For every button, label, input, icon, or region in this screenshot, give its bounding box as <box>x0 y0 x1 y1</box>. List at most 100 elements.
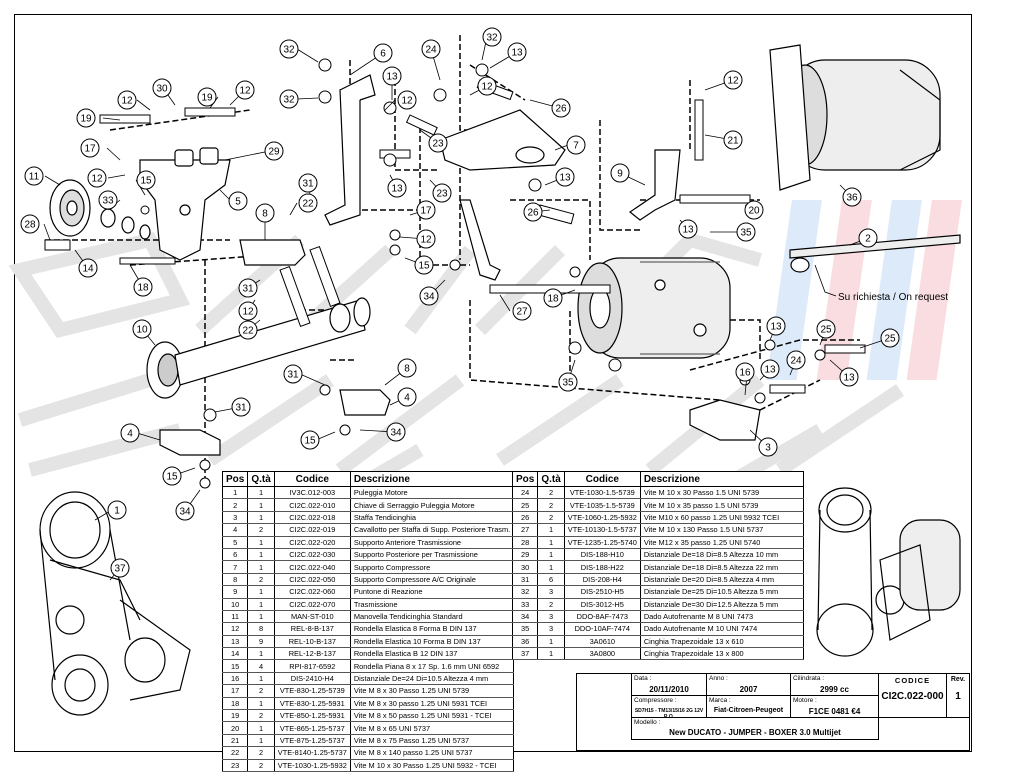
callout-label: 22 <box>242 326 254 337</box>
callout-13: 13 <box>507 42 527 62</box>
callout-33: 33 <box>98 190 118 210</box>
tb-engine: Motore : F1CE 0481 €4 <box>791 696 879 718</box>
cell-qty: 1 <box>247 498 275 512</box>
cell-desc: Distanziale De=24 Di=10.5 Altezza 4 mm <box>349 672 515 686</box>
callout-label: 13 <box>843 373 855 384</box>
cell-code: CI2C.022-060 <box>273 585 351 599</box>
cell-desc: Vite M10 x 60 passo 1.25 UNI 5932 TCEI <box>639 511 805 525</box>
callout-5: 5 <box>228 191 248 211</box>
cell-desc: Vite M 8 x 75 Passo 1.25 UNI 5737 <box>349 734 515 748</box>
cell-pos: 34 <box>511 610 539 624</box>
cell-code: DIS-188-H22 <box>563 560 641 574</box>
cell-qty: 3 <box>537 585 565 599</box>
cell-code: CI2C.022-030 <box>273 548 351 562</box>
callout-13: 13 <box>555 167 575 187</box>
callout-25: 25 <box>880 328 900 348</box>
col-qty: Q.tà <box>537 471 565 487</box>
cell-qty: 1 <box>247 511 275 525</box>
callout-13: 13 <box>839 367 859 387</box>
tb-make: Marca : Fiat-Citroen-Peugeot <box>707 696 791 718</box>
cell-desc: Vite M 8 x 50 passo 1.25 UNI 5931 - TCEI <box>349 709 515 723</box>
front-support <box>139 147 231 261</box>
cell-pos: 22 <box>221 746 249 760</box>
callout-label: 36 <box>846 193 858 204</box>
cell-pos: 17 <box>221 684 249 698</box>
cell-qty: 2 <box>537 511 565 525</box>
callout-34: 34 <box>175 501 195 521</box>
callout-label: 15 <box>304 436 316 447</box>
callout-25: 25 <box>816 319 836 339</box>
cell-qty: 1 <box>247 734 275 748</box>
callout-label: 17 <box>84 144 96 155</box>
cell-pos: 37 <box>511 647 539 661</box>
cell-desc: Rondella Piana 8 x 17 Sp. 1.6 mm UNI 659… <box>349 659 515 673</box>
cell-desc: Vite M 8 x 30 passo 1.25 UNI 5931 TCEI <box>349 697 515 711</box>
cell-desc: Puleggia Motore <box>349 486 515 500</box>
callout-15: 15 <box>162 466 182 486</box>
callout-label: 26 <box>527 208 539 219</box>
callout-31: 31 <box>238 278 258 298</box>
cell-pos: 27 <box>511 523 539 537</box>
callout-12: 12 <box>416 229 436 249</box>
cell-qty: 1 <box>247 536 275 549</box>
callout-label: 33 <box>102 196 114 207</box>
cell-pos: 13 <box>221 635 249 649</box>
callout-17: 17 <box>80 138 100 158</box>
callout-29: 29 <box>264 141 284 161</box>
cell-desc: Trasmissione <box>349 598 515 611</box>
callout-label: 24 <box>790 356 802 367</box>
cell-pos: 23 <box>221 759 249 772</box>
cell-pos: 4 <box>221 523 249 537</box>
cell-desc: Rondella Elastica 8 Forma B DIN 137 <box>349 622 515 636</box>
cell-qty: 1 <box>247 585 275 599</box>
callout-label: 25 <box>820 325 832 336</box>
callout-12: 12 <box>397 90 417 110</box>
callout-label: 13 <box>391 184 403 195</box>
callout-label: 16 <box>739 368 751 379</box>
rear-support <box>324 74 376 226</box>
cell-code: 3A0800 <box>563 647 641 661</box>
cell-code: VTE-10130-1.5-5737 <box>563 523 641 537</box>
callout-15: 15 <box>136 170 156 190</box>
cell-code: DIS-2510-H5 <box>563 585 641 599</box>
callout-label: 30 <box>156 84 168 95</box>
callout-label: 12 <box>242 307 254 318</box>
callout-15: 15 <box>414 255 434 275</box>
callout-label: 8 <box>404 364 410 375</box>
callout-31: 31 <box>231 397 251 417</box>
cell-code: CI2C.022-040 <box>273 560 351 574</box>
callout-label: 8 <box>262 209 268 220</box>
cell-code: DIS-3012-H5 <box>563 598 641 611</box>
col-code: Codice <box>273 471 351 487</box>
tb-date: Data : 20/11/2010 <box>631 674 707 696</box>
cell-qty: 3 <box>537 622 565 636</box>
callout-label: 4 <box>404 393 410 404</box>
cell-code: 3A0610 <box>563 635 641 649</box>
cell-pos: 29 <box>511 548 539 562</box>
callout-14: 14 <box>78 258 98 278</box>
cell-code: REL-10-B-137 <box>273 635 351 649</box>
cell-qty: 8 <box>247 622 275 636</box>
callout-13: 13 <box>387 178 407 198</box>
cell-pos: 21 <box>221 734 249 748</box>
callout-label: 2 <box>865 234 871 245</box>
cell-qty: 1 <box>247 598 275 611</box>
cell-code: DIS-2410-H4 <box>273 672 351 686</box>
cell-code: CI2C.022-019 <box>273 523 351 537</box>
callout-label: 13 <box>559 173 571 184</box>
cell-code: VTE-1060-1.25-5932 <box>563 511 641 525</box>
cell-qty: 1 <box>247 610 275 624</box>
cell-desc: Dado Autofrenante M 10 UNI 7474 <box>639 622 805 636</box>
callout-12: 12 <box>117 90 137 110</box>
callout-22: 22 <box>238 320 258 340</box>
